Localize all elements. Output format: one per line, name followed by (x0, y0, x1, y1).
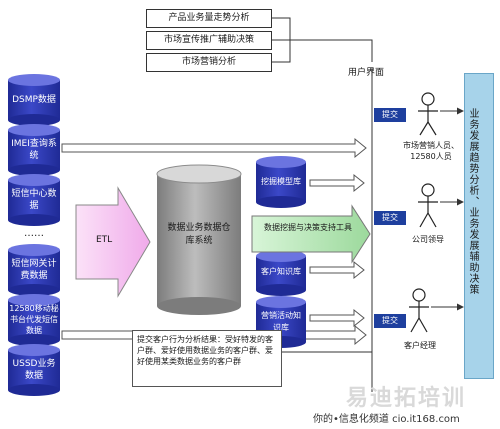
submit-tag-marketing: 提交 (374, 108, 406, 122)
top-box-promotion: 市场宣传推广辅助决策 (146, 31, 272, 50)
user-icon-manager (409, 288, 429, 333)
analysis-note: 提交客户行为分析结果：受好特发的客户群、爱好使用数据业务的客户群、爱好使用某类数… (132, 330, 282, 387)
cylinder-imei (8, 124, 60, 176)
warehouse-label: 数据业务数据仓库系统 (167, 223, 231, 246)
tools-label: 数据挖掘与决策支持工具 (264, 223, 352, 232)
source-label-dsmp: DSMP数据 (12, 95, 56, 105)
short-arrows (309, 173, 365, 328)
footer-text: 你的•信息化频道 cio.it168.com (313, 414, 460, 425)
campaign-db-label: 营销活动知识库 (261, 311, 301, 332)
tools-arrow (251, 204, 371, 264)
source-label-sms-center: 短信中心数据 (11, 189, 57, 211)
cylinder-sms-center (8, 174, 60, 226)
model-db-label: 挖掘模型库 (261, 177, 301, 186)
user-label-marketing: 市场营销人员、12580人员 (403, 141, 459, 161)
user-icon-leader (418, 183, 438, 228)
submit-tag-manager: 提交 (374, 314, 406, 328)
top-connector (272, 17, 373, 63)
source-cylinders (8, 74, 60, 396)
etl-label: ETL (96, 235, 113, 245)
cylinder-knowledge-db (256, 250, 306, 296)
top-box-trend: 产品业务量走势分析 (146, 9, 272, 28)
cylinder-ussd (8, 344, 60, 396)
cylinder-dsmp (8, 74, 60, 126)
source-label-ellipsis: …… (24, 228, 44, 239)
etl-arrow (75, 186, 151, 298)
user-icon-marketing (418, 92, 438, 136)
decision-support-text: 业务发展趋势分析、业务发展辅助决策 (467, 108, 478, 295)
top-box-marketing: 市场营销分析 (146, 53, 272, 72)
warehouse-cylinder (156, 164, 242, 315)
submit-tag-leader: 提交 (374, 211, 406, 225)
user-label-leader: 公司领导 (412, 235, 444, 244)
user-label-manager: 客户经理 (404, 341, 436, 350)
figure-to-bar-arrows (431, 107, 464, 311)
source-label-imei: IMEI查询系统 (11, 139, 57, 161)
knowledge-db-label: 客户知识库 (261, 267, 301, 276)
source-label-sms-gateway: 短信网关计费数据 (11, 259, 57, 281)
decision-support-bar (464, 73, 494, 379)
user-interface-label: 用户界面 (348, 68, 385, 78)
cylinder-12580 (8, 294, 60, 346)
source-label-12580: 12580移动秘书台代发短信数据 (9, 304, 59, 335)
watermark: 易迪拓培训 (346, 386, 467, 411)
source-label-ussd: USSD业务数据 (12, 359, 56, 381)
cylinder-sms-gateway (8, 244, 60, 296)
cylinder-model-db (256, 156, 306, 208)
